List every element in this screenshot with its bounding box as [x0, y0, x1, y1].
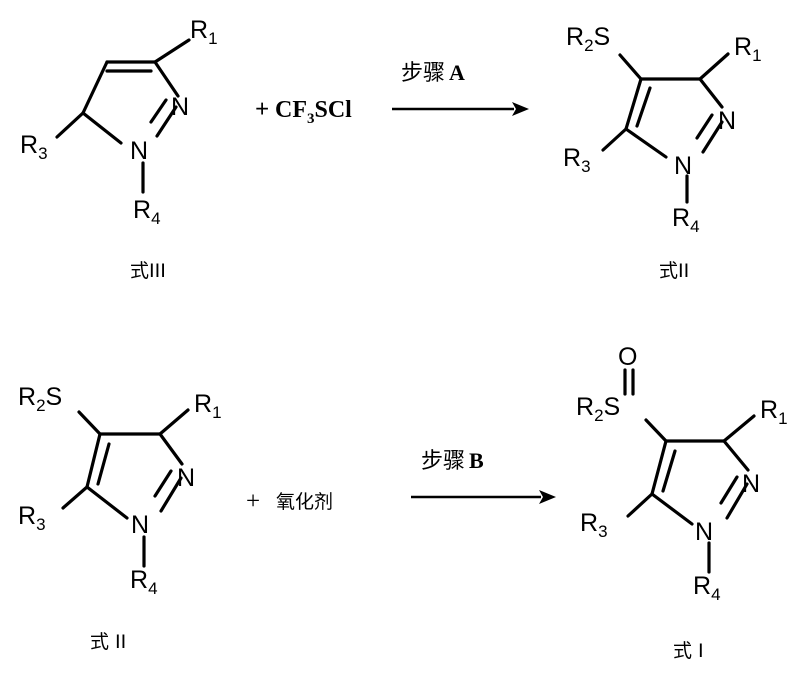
- atom-n1: N: [130, 137, 148, 165]
- plus-sign: +: [255, 96, 269, 123]
- caption-formula-II-top: 式II: [659, 260, 689, 282]
- arrow-b-head: [539, 490, 556, 504]
- atom-r2s: R2S: [566, 23, 610, 55]
- reagent-oxidant-label: 氧化剂: [276, 491, 333, 513]
- atom-r4: R4: [133, 196, 161, 228]
- bond: [159, 476, 183, 513]
- bond-double-inner: [149, 98, 168, 124]
- caption-formula-II-bottom: 式 II: [90, 631, 126, 653]
- atom-r4: R4: [130, 566, 158, 598]
- bond: [698, 77, 724, 109]
- bond: [624, 127, 668, 159]
- bond-r1: [722, 414, 756, 443]
- bond-r3: [61, 485, 89, 510]
- bond-s: [618, 53, 643, 81]
- atom-o: O: [618, 343, 637, 371]
- bond: [701, 120, 724, 154]
- atom-r1: R1: [190, 16, 218, 48]
- atom-r4: R4: [693, 572, 721, 604]
- bond-r1: [153, 38, 191, 64]
- atom-n2: N: [718, 107, 736, 135]
- atom-r3: R3: [563, 144, 591, 176]
- atom-n2: N: [177, 464, 195, 492]
- bond-double-inner: [635, 86, 652, 128]
- reagent-cf3scl: + CF3SCl: [255, 96, 352, 127]
- atom-r2s: R2S: [18, 383, 62, 415]
- atom-n1: N: [674, 152, 692, 180]
- bond-s: [77, 410, 102, 436]
- atom-n2: N: [171, 93, 189, 121]
- bond: [85, 432, 102, 489]
- structure-formula-III: R1 N N R3 R4 式III: [20, 16, 218, 282]
- atom-r3: R3: [18, 502, 46, 534]
- bond: [722, 439, 750, 472]
- bond-double-inner: [719, 475, 739, 505]
- bond: [81, 111, 123, 145]
- bond-r3: [55, 111, 85, 139]
- bond-r3: [601, 127, 628, 152]
- atom-r3: R3: [20, 131, 48, 163]
- atom-r1: R1: [734, 33, 762, 65]
- atom-r1: R1: [194, 390, 222, 422]
- atom-n1: N: [695, 518, 713, 546]
- bond-double-inner: [153, 469, 173, 498]
- reagent-formula: CF3SCl: [275, 97, 352, 127]
- atom-n2: N: [742, 470, 760, 498]
- bond: [158, 432, 184, 466]
- structure-formula-II-top: R2S R1 N N R3 R4 式II: [563, 23, 762, 282]
- atom-r4: R4: [672, 204, 700, 236]
- caption-formula-III: 式III: [130, 260, 166, 282]
- bond-double-inner: [661, 449, 677, 493]
- reagent-oxidant: + 氧化剂: [246, 488, 333, 515]
- bond: [624, 77, 643, 131]
- bond-s: [644, 418, 668, 443]
- atom-n1: N: [131, 511, 149, 539]
- bond-double-inner: [96, 442, 111, 486]
- bond: [725, 482, 749, 520]
- bond-r3: [626, 492, 654, 518]
- bond-r1: [698, 52, 730, 81]
- plus-sign: +: [246, 488, 260, 515]
- bond-r1: [158, 408, 190, 436]
- atom-r1: R1: [760, 396, 788, 428]
- bond: [155, 105, 178, 138]
- atom-r2s: R2S: [576, 393, 620, 425]
- bond: [81, 60, 109, 115]
- arrow-a-head: [512, 102, 529, 116]
- bond: [650, 439, 668, 496]
- bond: [85, 485, 129, 520]
- structure-formula-II-bottom: R2S R1 N N R3 R4 式 II: [18, 383, 222, 653]
- bond: [153, 60, 180, 98]
- bond: [650, 492, 694, 526]
- atom-r3: R3: [580, 509, 608, 541]
- bond-double-inner: [695, 113, 714, 140]
- caption-formula-I: 式 I: [673, 640, 704, 662]
- structure-formula-I: O R2S R1 N N R3 R4 式 I: [576, 343, 788, 662]
